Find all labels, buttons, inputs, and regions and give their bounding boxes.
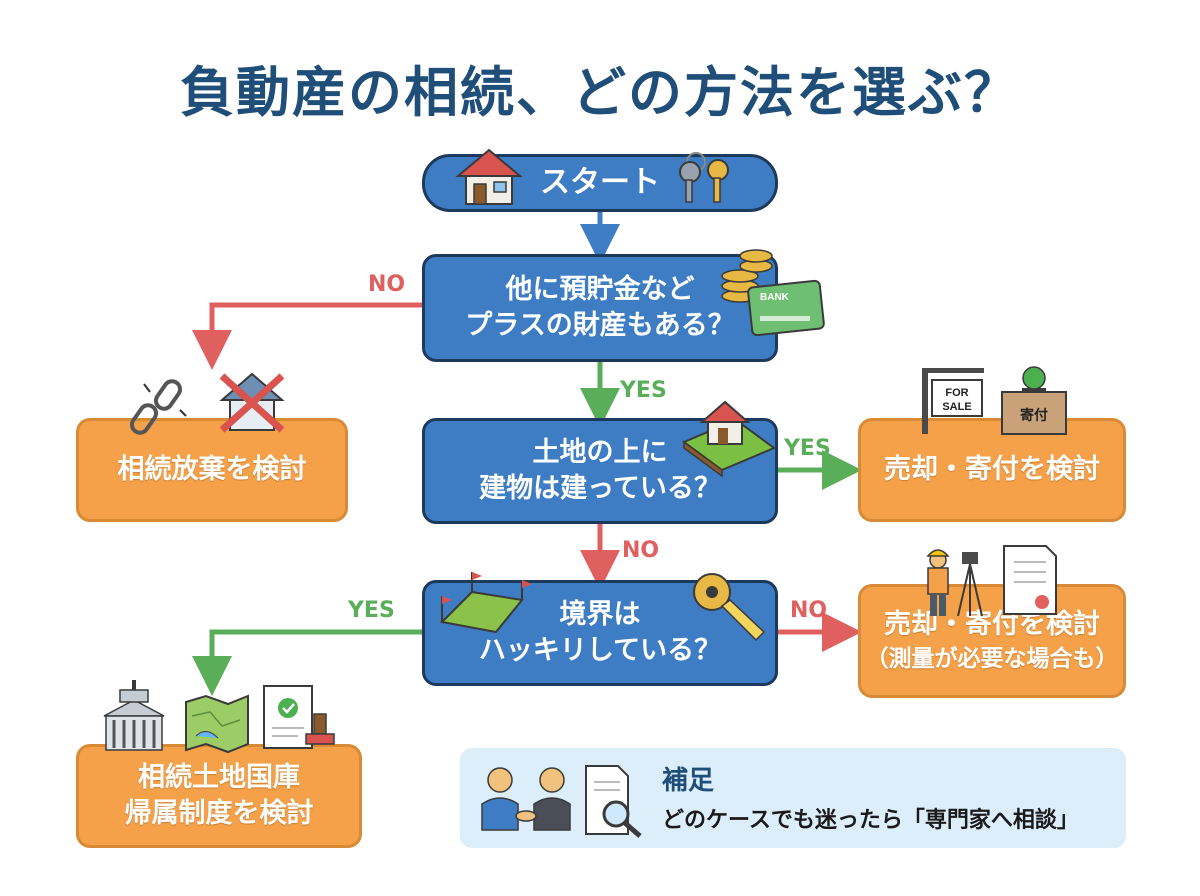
page-title: 負動産の相続、どの方法を選ぶ？ bbox=[180, 61, 1020, 124]
for-sale-text: SALE bbox=[942, 401, 971, 413]
start-label: スタート bbox=[540, 164, 660, 200]
result-label: 売却・寄付を検討 bbox=[884, 609, 1100, 641]
donation-box-icon: 寄付 bbox=[1001, 366, 1067, 435]
surveyor-icon bbox=[926, 549, 983, 617]
house-icon bbox=[455, 148, 523, 205]
edge-label-q2-no: NO bbox=[622, 538, 660, 563]
question-line: 建物は建っている？ bbox=[479, 473, 721, 504]
result-renounce: 相続放棄を検討 bbox=[76, 418, 348, 522]
arrow-q1-no bbox=[192, 302, 422, 370]
result-label: 相続放棄を検討 bbox=[117, 453, 307, 485]
house-on-land-icon bbox=[681, 400, 777, 478]
result-sell-donate-survey: 売却・寄付を検討 （測量が必要な場合も） bbox=[858, 584, 1126, 698]
question-line: 他に預貯金など bbox=[505, 273, 695, 305]
land-flags-icon bbox=[439, 572, 532, 634]
donation-text: 寄付 bbox=[1020, 407, 1048, 424]
handshake-icon bbox=[481, 767, 571, 831]
result-label: 売却・寄付を検討 bbox=[884, 453, 1100, 485]
arrow-q3-yes bbox=[192, 629, 422, 696]
for-sale-text: FOR bbox=[945, 387, 968, 399]
certificate-stamp-icon bbox=[263, 685, 335, 749]
map-icon bbox=[185, 694, 249, 754]
note-label: 補足 bbox=[662, 766, 715, 796]
result-label: 相続土地国庫 bbox=[138, 761, 300, 793]
result-sell-donate: 売却・寄付を検討 bbox=[858, 418, 1126, 522]
government-building-icon bbox=[103, 680, 165, 751]
edge-label-q3-no: NO bbox=[790, 598, 828, 623]
question-line: プラスの財産もある？ bbox=[465, 310, 735, 341]
bank-card-text: BANK bbox=[760, 292, 790, 303]
edge-label-q1-no: NO bbox=[368, 272, 406, 297]
edge-label-q2-yes: YES bbox=[784, 436, 831, 461]
note-text: どのケースでも迷ったら「専門家へ相談」 bbox=[662, 808, 1079, 833]
document-seal-icon bbox=[1003, 545, 1057, 615]
question-line: 境界は bbox=[559, 598, 641, 630]
tape-measure-icon bbox=[693, 573, 766, 642]
edge-label-q3-yes: YES bbox=[348, 598, 395, 623]
question-line: ハッキリしている？ bbox=[478, 635, 722, 666]
for-sale-sign-icon: FOR SALE bbox=[922, 368, 984, 434]
broken-chain-icon bbox=[129, 379, 187, 435]
result-label: 帰属制度を検討 bbox=[124, 798, 314, 829]
result-national-treasury: 相続土地国庫 帰属制度を検討 bbox=[76, 744, 362, 848]
crossed-house-icon bbox=[219, 372, 285, 433]
note-box bbox=[460, 748, 1126, 848]
question-line: 土地の上に bbox=[532, 436, 668, 468]
result-sublabel: （測量が必要な場合も） bbox=[865, 645, 1119, 672]
document-search-icon bbox=[585, 765, 642, 838]
bank-card-icon: BANK bbox=[747, 279, 825, 337]
keys-icon bbox=[679, 152, 729, 203]
edge-label-q1-yes: YES bbox=[620, 378, 667, 403]
